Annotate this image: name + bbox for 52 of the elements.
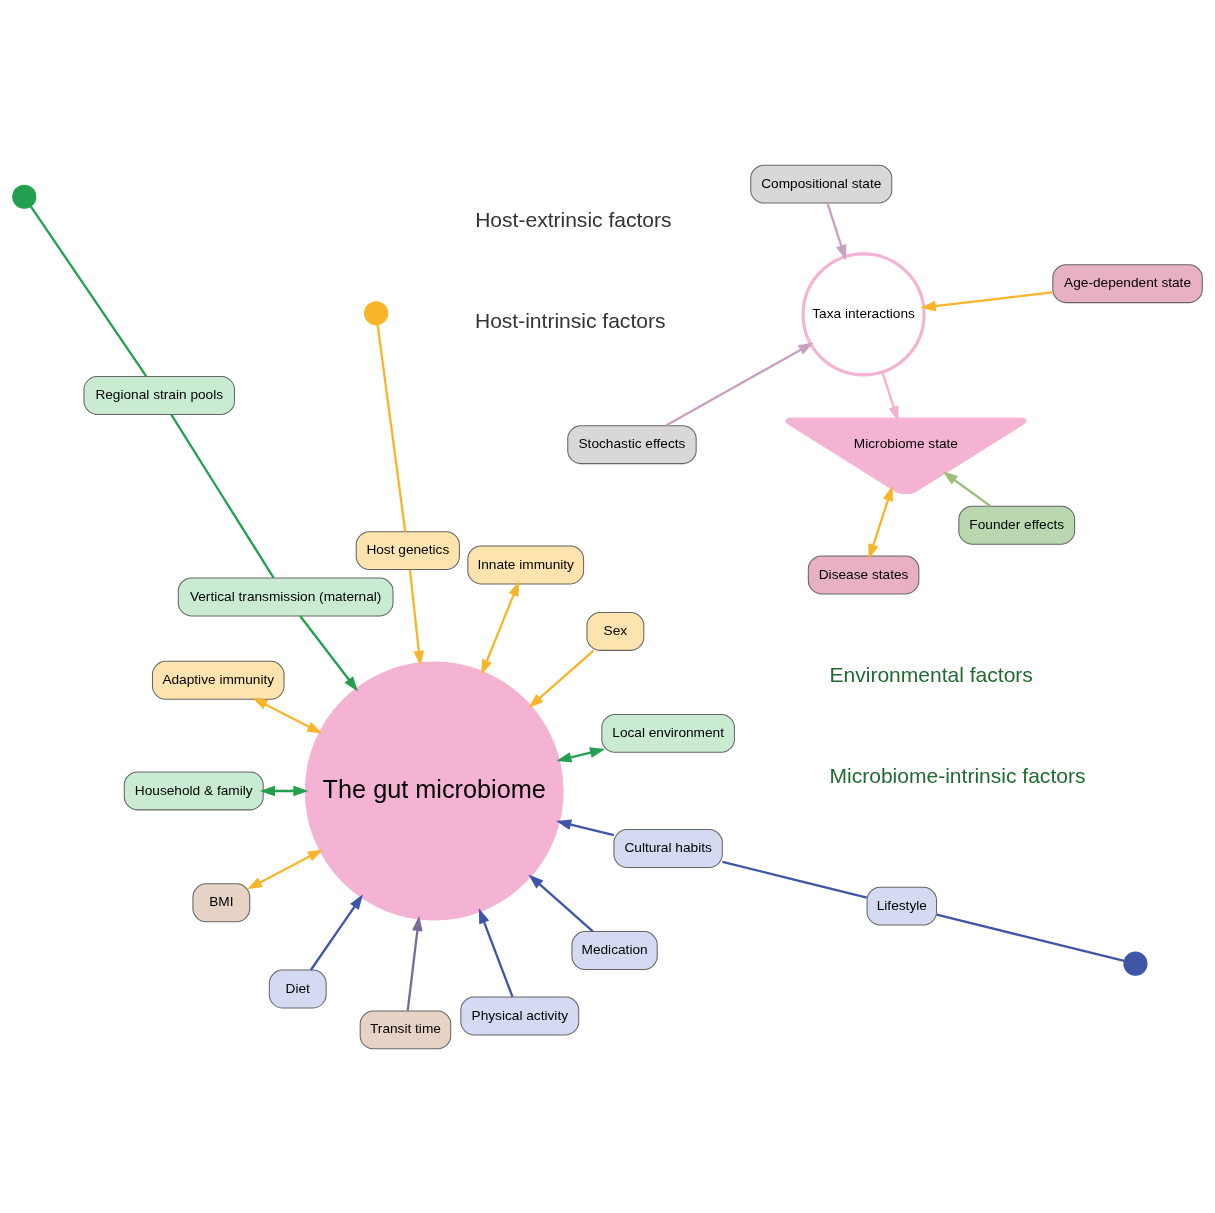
- arrow: [556, 818, 615, 836]
- label: Host-extrinsic factors: [475, 207, 672, 231]
- arrow: [528, 649, 595, 708]
- node-circle: Taxa interactions: [801, 251, 926, 376]
- label: Environmental factors: [829, 661, 1033, 685]
- arrow: [246, 848, 324, 889]
- node-box: Vertical transmission (maternal): [177, 577, 394, 616]
- node-box: Lifestyle: [866, 886, 938, 926]
- arrow: [881, 371, 899, 421]
- arrow: [309, 893, 363, 971]
- node-box: Compositional state: [750, 164, 893, 204]
- node-box: Disease states: [807, 555, 920, 594]
- node-box: Transit time: [359, 1009, 452, 1049]
- node-circle: [1123, 951, 1148, 976]
- arrow: [259, 785, 309, 796]
- label: Microbiome-intrinsic factors: [829, 763, 1086, 787]
- arrow: [665, 342, 814, 427]
- connector: [376, 324, 407, 532]
- label: Host-intrinsic factors: [474, 308, 666, 332]
- arrow: [942, 470, 992, 507]
- connector: [170, 413, 275, 579]
- arrow: [478, 907, 514, 997]
- arrow: [252, 697, 323, 734]
- node-box: Founder effects: [958, 505, 1076, 545]
- node-box: Adaptive immunity: [151, 660, 285, 700]
- node-box: BMI: [192, 882, 251, 922]
- node-box: Innate immunity: [467, 545, 585, 584]
- arrow: [481, 580, 520, 675]
- node-box: Local environment: [601, 713, 735, 753]
- node-box: Stochastic effects: [567, 424, 697, 464]
- arrow: [299, 614, 358, 691]
- node-box: Host genetics: [355, 530, 460, 570]
- arrow: [528, 873, 594, 932]
- arrow: [868, 485, 893, 559]
- node-box: Sex: [586, 611, 645, 651]
- arrow: [408, 569, 425, 666]
- node-circle: [12, 184, 37, 209]
- node-box: Household & family: [123, 770, 264, 810]
- arrow: [406, 915, 423, 1011]
- node-box: Medication: [571, 930, 658, 970]
- node-box: Regional strain pools: [83, 375, 235, 415]
- connector: [29, 205, 148, 377]
- node-box: Physical activity: [460, 996, 580, 1035]
- node-box: Diet: [268, 969, 327, 1008]
- arrow: [826, 202, 847, 260]
- node-box: Cultural habits: [613, 828, 723, 868]
- connector: [722, 860, 868, 899]
- node-box: Age-dependent state: [1052, 263, 1203, 303]
- node-circle: [364, 300, 389, 325]
- connector: [936, 913, 1125, 962]
- arrow: [556, 746, 606, 762]
- arrow: [920, 290, 1053, 311]
